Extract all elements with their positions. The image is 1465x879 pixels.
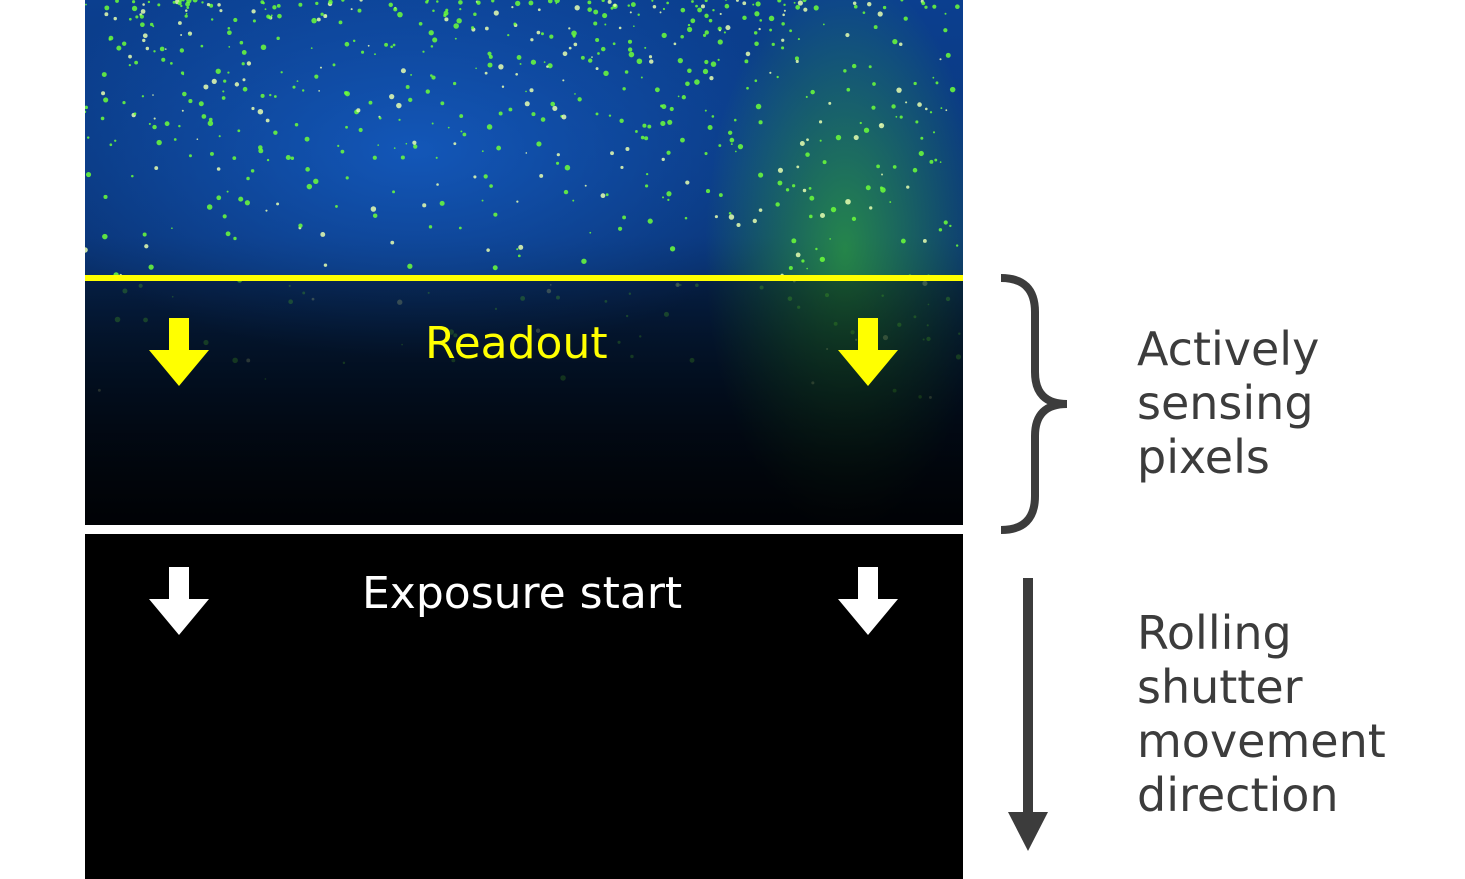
label-line: movement <box>1137 714 1386 768</box>
fluorescence-micrograph <box>85 0 963 525</box>
exposure-arrow-right-icon <box>838 567 898 635</box>
readout-label: Readout <box>425 318 608 369</box>
label-line: shutter <box>1137 660 1303 714</box>
actively-sensing-label: Actively sensing pixels <box>1137 322 1319 484</box>
readout-arrow-left-icon <box>149 318 209 386</box>
exposure-arrow-left-icon <box>149 567 209 635</box>
cell-dots <box>85 0 962 399</box>
sensor-image-panel: Readout Exposure start <box>85 0 963 879</box>
label-line: direction <box>1137 768 1339 822</box>
label-line: sensing <box>1137 376 1314 430</box>
readout-arrow-right-icon <box>838 318 898 386</box>
rolling-shutter-label: Rolling shutter movement direction <box>1137 606 1386 822</box>
exposure-line <box>85 525 963 534</box>
label-line: Rolling <box>1137 606 1292 660</box>
exposure-start-label: Exposure start <box>362 568 683 619</box>
readout-line <box>85 275 963 281</box>
curly-brace-icon <box>1000 274 1068 534</box>
label-line: Actively <box>1137 322 1320 376</box>
readout-shade <box>85 280 963 525</box>
direction-arrow-icon <box>1008 578 1048 851</box>
label-line: pixels <box>1137 430 1270 484</box>
